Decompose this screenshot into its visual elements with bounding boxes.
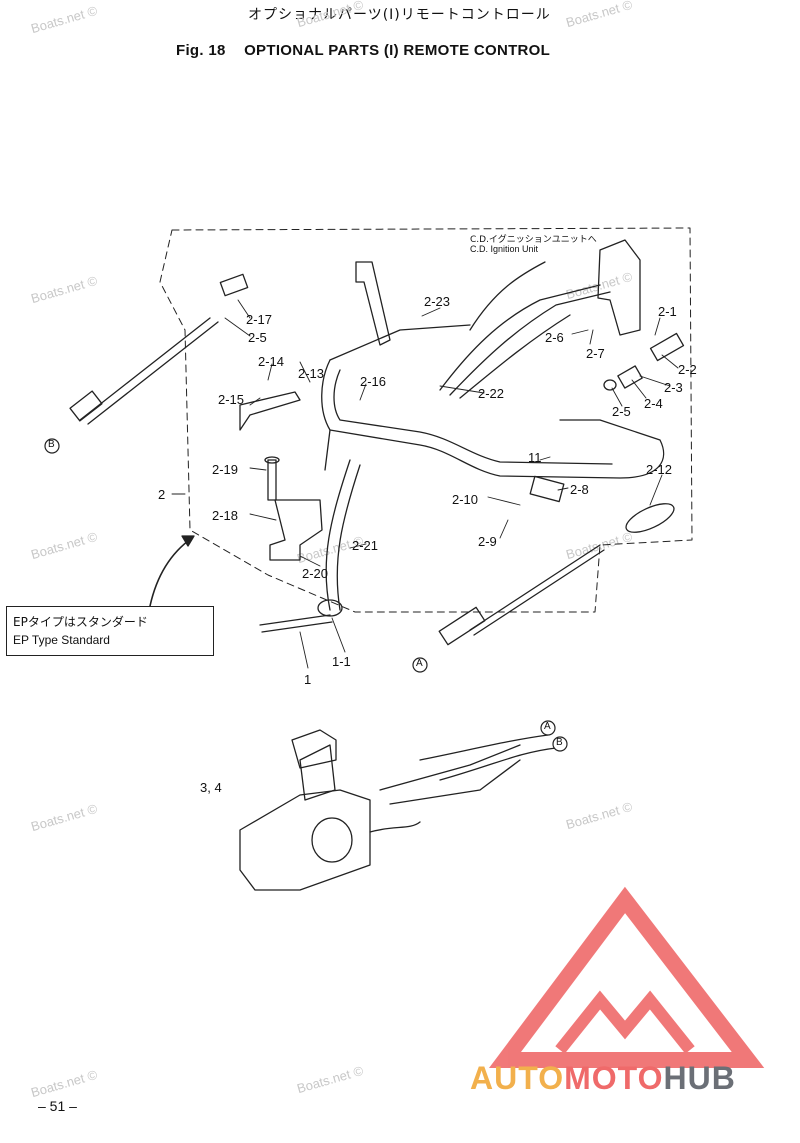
marker-b-circle [44, 438, 60, 454]
terminal-block [529, 475, 565, 503]
cd-note-en: C.D. Ignition Unit [470, 244, 539, 254]
ep-note-box: EPタイプはスタンダード EP Type Standard [6, 606, 214, 656]
callout-2-5: 2-5 [612, 404, 631, 419]
callout-2-9: 2-9 [478, 534, 497, 549]
callout-2-10: 2-10 [452, 492, 479, 507]
grommet [625, 503, 675, 533]
marker-b: B [556, 737, 563, 748]
mounting-bracket [321, 359, 665, 479]
callout-2-22: 2-22 [478, 386, 505, 401]
figure-number: Fig. 18 [176, 42, 226, 59]
callout-2-19: 2-19 [212, 462, 239, 477]
logo-part-auto: AUTO [470, 1060, 565, 1096]
callout-2-15: 2-15 [218, 392, 245, 407]
title-japanese: オプショナルパーツ(I)リモートコントロール [248, 7, 551, 23]
marker-a-circle [540, 720, 556, 736]
mounting-plate [269, 499, 323, 561]
remote-control-box [239, 789, 371, 891]
harness-grommet [317, 599, 343, 617]
ignition-bracket [597, 239, 641, 336]
callout-11: 11 [528, 450, 542, 465]
callout-2-1: 2-1 [658, 304, 677, 319]
callout-1: 1 [304, 672, 312, 687]
bracket-arm [355, 261, 391, 346]
figure-title: Fig. 18 OPTIONAL PARTS (I) REMOTE CONTRO… [176, 42, 550, 59]
callout-2-8: 2-8 [570, 482, 589, 497]
logo-part-hub: HUB [663, 1060, 736, 1096]
callout-2-14: 2-14 [258, 354, 285, 369]
main-harness [325, 459, 351, 611]
callout-2-5: 2-5 [248, 330, 267, 345]
callout-2-16: 2-16 [360, 374, 387, 389]
cable-joint [219, 273, 249, 297]
ep-note-arrow [149, 537, 193, 607]
control-cable-b [79, 317, 211, 421]
wire-harness [439, 284, 601, 391]
figure-title-text: OPTIONAL PARTS (I) REMOTE CONTROL [244, 42, 551, 59]
callout-2-12: 2-12 [646, 462, 673, 477]
marker-a-circle [412, 657, 428, 673]
automotohub-logo-mark [489, 886, 765, 1068]
control-lever-hub [311, 817, 353, 863]
logo-part-moto: MOTO [564, 1060, 664, 1096]
callout-2-4: 2-4 [644, 396, 663, 411]
marker-b: B [48, 439, 55, 450]
automotohub-logo-text: AUTOMOTOHUB [470, 1060, 736, 1097]
ep-note-en: EP Type Standard [13, 633, 110, 647]
callout-2-7: 2-7 [586, 346, 605, 361]
marker-a: A [416, 658, 423, 669]
callout-2-21: 2-21 [352, 538, 379, 553]
callout-2: 2 [158, 487, 166, 502]
callout-3-4: 3, 4 [200, 780, 222, 795]
callout-2-18: 2-18 [212, 508, 239, 523]
marker-b-circle [552, 736, 568, 752]
ep-note-jp: EPタイプはスタンダード [13, 615, 148, 629]
callout-2-3: 2-3 [664, 380, 683, 395]
assembly-boundary [159, 227, 693, 613]
callout-2-2: 2-2 [678, 362, 697, 377]
clamp-bracket [239, 391, 301, 431]
callout-2-23: 2-23 [424, 294, 451, 309]
marker-a: A [544, 721, 551, 732]
cd-note-jp: C.D.イグニッションユニットへ [470, 235, 597, 245]
callout-2-6: 2-6 [545, 330, 564, 345]
callout-2-17: 2-17 [246, 312, 273, 327]
callout-1-1: 1-1 [332, 654, 351, 669]
page-number: – 51 – [38, 1098, 77, 1114]
callout-2-20: 2-20 [302, 566, 329, 581]
callout-2-13: 2-13 [298, 366, 325, 381]
control-cable-a [469, 544, 601, 631]
